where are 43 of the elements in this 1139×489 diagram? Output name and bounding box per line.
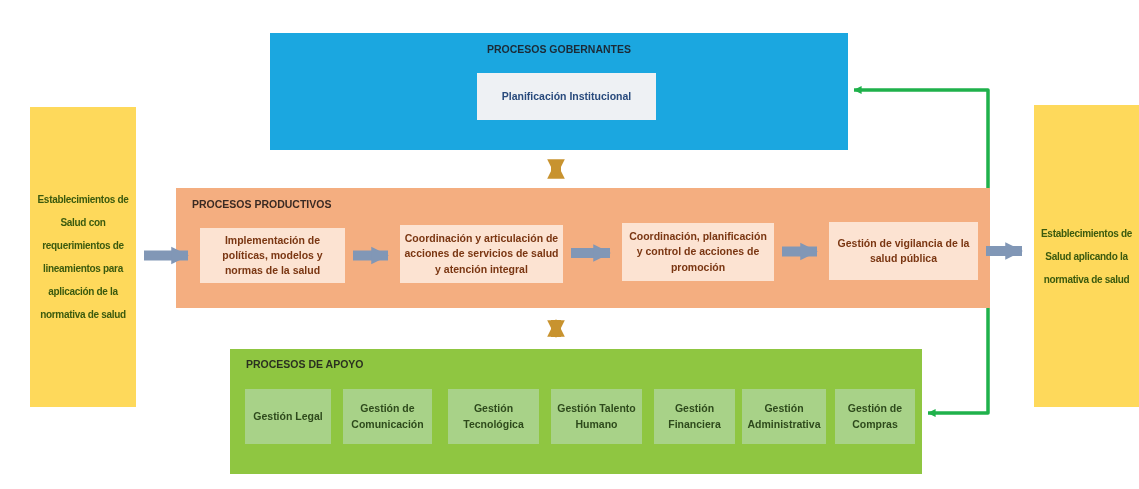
process-box [477, 73, 656, 120]
input-output-box [30, 107, 136, 407]
process-label: Gestión de vigilancia de la salud pública [836, 235, 971, 266]
arrow [547, 159, 565, 179]
process-group-panel [230, 349, 922, 474]
process-box [742, 389, 826, 444]
process-label: Gestión Talento Humano [556, 401, 637, 432]
process-box [654, 389, 735, 444]
arrow [927, 308, 990, 417]
process-box [200, 228, 345, 283]
input-output-box [1034, 105, 1139, 407]
arrow [571, 244, 611, 262]
process-box [829, 222, 978, 280]
process-label: Coordinación y articulación de acciones de servicios de salud y atención integral [404, 231, 559, 277]
process-box [835, 389, 915, 444]
process-box [245, 389, 331, 444]
process-box [622, 223, 774, 281]
arrow [782, 242, 818, 261]
group-heading: PROCESOS DE APOYO [246, 358, 364, 370]
process-label: Establecimientos de Salud aplicando la normativa de salud [1040, 226, 1133, 287]
process-label: Establecimientos de Salud con requerimientos de lineamientos para aplicación de la normativa de salud [36, 193, 130, 322]
process-box [448, 389, 539, 444]
arrow [547, 319, 565, 338]
process-box [343, 389, 432, 444]
process-label: Implementación de políticas, modelos y normas de la salud [221, 232, 324, 279]
process-label: Gestión Tecnológica [462, 401, 525, 432]
process-box [400, 225, 563, 283]
process-label: Planificación Institucional [501, 88, 632, 104]
process-group-panel [176, 188, 990, 308]
process-label: Gestión de Comunicación [350, 401, 425, 432]
process-group-panel [270, 33, 848, 150]
process-label: Coordinación, planificación y control de acciones de promoción [628, 229, 768, 275]
process-label: Gestión Financiera [667, 401, 722, 432]
group-heading: PROCESOS GOBERNANTES [485, 43, 633, 55]
process-label: Gestión Administrativa [746, 401, 822, 432]
arrow [144, 246, 189, 265]
process-label: Gestión de Compras [846, 401, 904, 432]
process-box [551, 389, 642, 444]
arrow [353, 246, 389, 265]
group-heading: PROCESOS PRODUCTIVOS [192, 198, 332, 210]
process-label: Gestión Legal [253, 408, 323, 424]
arrow [986, 242, 1023, 260]
arrow [853, 86, 990, 188]
